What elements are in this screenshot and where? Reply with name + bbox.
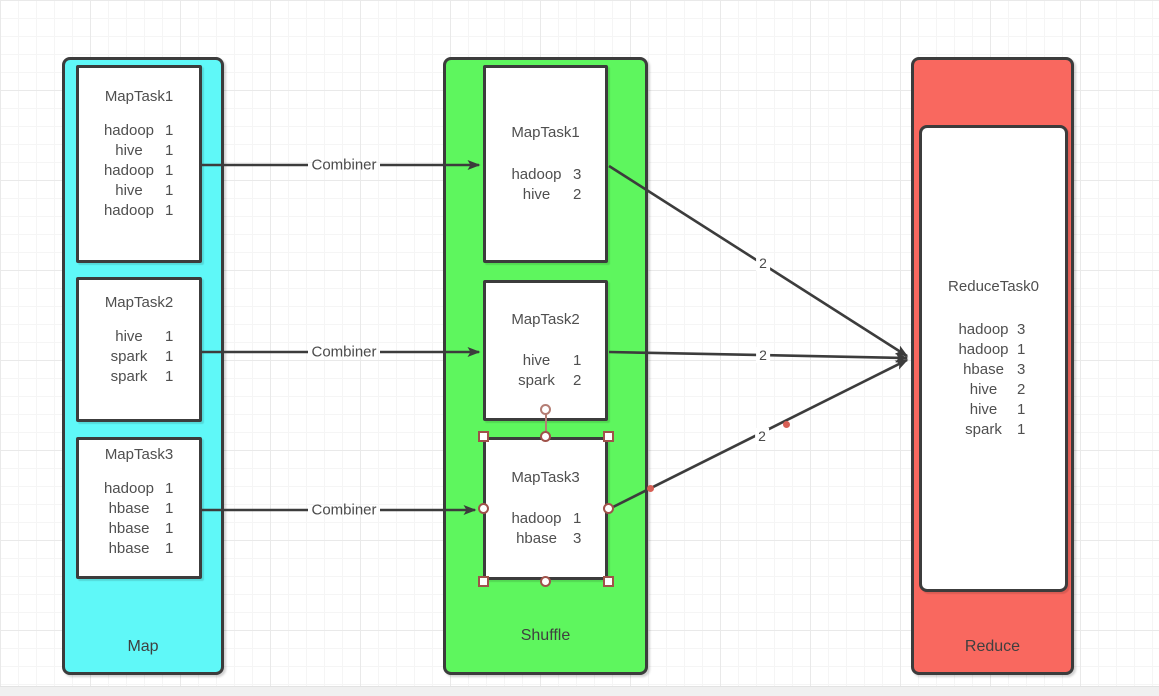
- connection-handle-right[interactable]: [603, 503, 614, 514]
- task-title: MapTask2: [511, 310, 580, 328]
- task-title: MapTask3: [104, 446, 174, 463]
- edge-count-label[interactable]: 2: [756, 347, 770, 363]
- reduce-container-label: Reduce: [964, 638, 1021, 655]
- horizontal-scrollbar-track[interactable]: [0, 686, 1159, 696]
- edge-count-label[interactable]: 2: [755, 428, 769, 444]
- task-title: MapTask1: [104, 88, 174, 105]
- task-title: MapTask2: [104, 294, 174, 311]
- rotation-handle-stem: [545, 414, 547, 432]
- edge-waypoint-dot[interactable]: [647, 485, 654, 492]
- connection-handle-left[interactable]: [478, 503, 489, 514]
- resize-handle-top-middle[interactable]: [540, 431, 551, 442]
- combiner-edge-label[interactable]: Combiner: [311, 501, 377, 519]
- resize-handle-top-left[interactable]: [478, 431, 489, 442]
- edge-count-label[interactable]: 2: [756, 255, 770, 271]
- shuffle-container-label: Shuffle: [520, 627, 571, 644]
- task-title: MapTask1: [511, 124, 580, 141]
- edge-waypoint-dot[interactable]: [783, 421, 790, 428]
- task-title: ReduceTask0: [948, 277, 1039, 295]
- resize-handle-top-right[interactable]: [603, 431, 614, 442]
- resize-handle-bottom-middle[interactable]: [540, 576, 551, 587]
- combiner-edge-label[interactable]: Combiner: [311, 156, 377, 174]
- resize-handle-bottom-right[interactable]: [603, 576, 614, 587]
- map-container-label: Map: [127, 638, 159, 655]
- resize-handle-bottom-left[interactable]: [478, 576, 489, 587]
- task-title: MapTask3: [511, 468, 580, 486]
- combiner-edge-label[interactable]: Combiner: [311, 343, 377, 361]
- rotation-handle[interactable]: [540, 404, 551, 415]
